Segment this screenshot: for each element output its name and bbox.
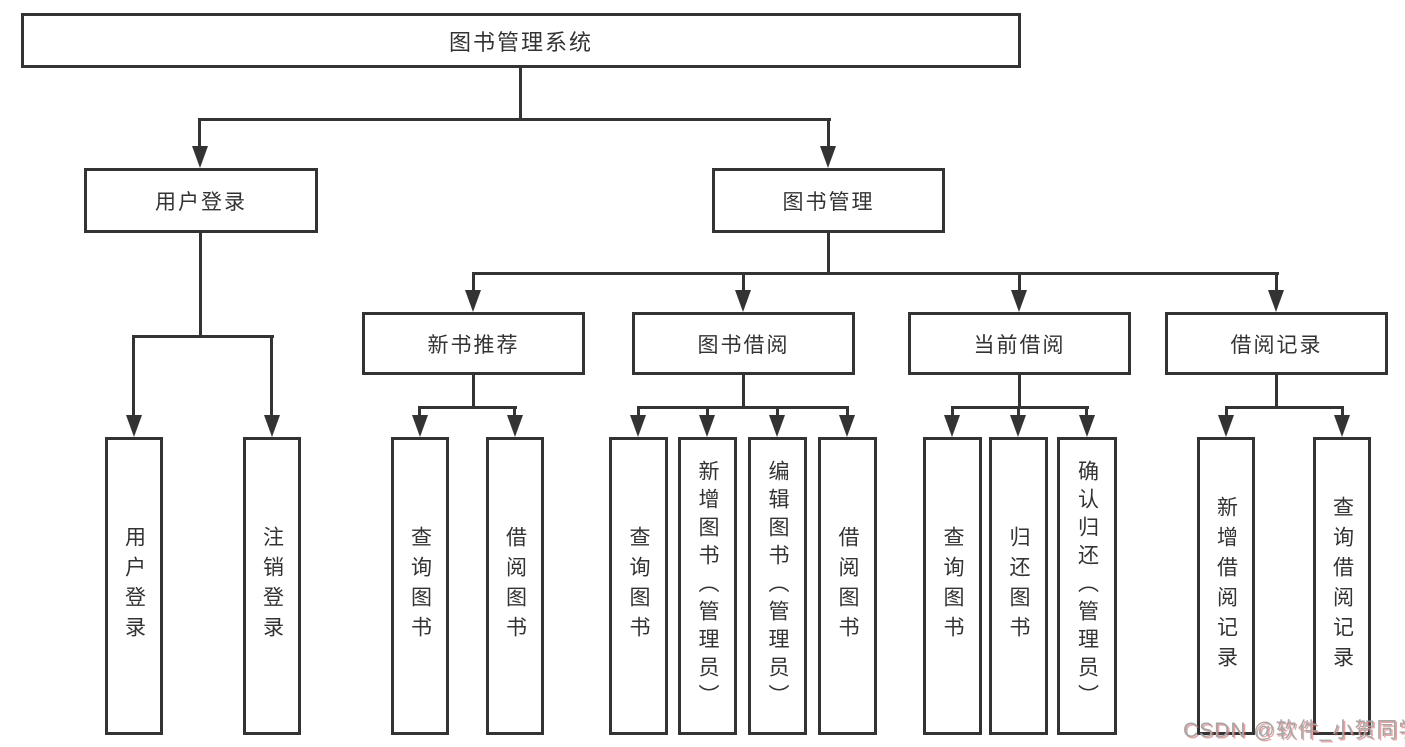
leaf-label: 确认归还（管理员） xyxy=(1075,460,1099,712)
node-new-book-recommend-label: 新书推荐 xyxy=(427,333,520,357)
node-user-login-label: 用户登录 xyxy=(155,190,247,214)
connector-line xyxy=(827,118,830,152)
node-book-borrow: 图书借阅 xyxy=(632,312,855,375)
leaf-label: 新增图书（管理员） xyxy=(696,460,719,712)
arrow-down-icon xyxy=(769,415,785,437)
arrow-down-icon xyxy=(1011,290,1027,312)
leaf-add-borrow-record: 新增借阅记录 xyxy=(1197,437,1255,735)
node-current-borrow-label: 当前借阅 xyxy=(973,333,1066,357)
leaf-logout: 注销登录 xyxy=(243,437,301,735)
connector-line xyxy=(1225,406,1344,409)
node-new-book-recommend: 新书推荐 xyxy=(362,312,585,375)
leaf-query-books-2: 查询图书 xyxy=(609,437,668,735)
csdn-watermark: CSDN @软件_小贺同学 xyxy=(1183,719,1405,742)
connector-line xyxy=(418,406,421,421)
connector-line xyxy=(199,233,202,335)
connector-line xyxy=(637,406,640,421)
connector-line xyxy=(198,118,831,121)
connector-line xyxy=(132,335,135,421)
connector-line xyxy=(472,375,475,406)
node-borrow-records: 借阅记录 xyxy=(1165,312,1388,375)
connector-line xyxy=(513,406,516,421)
connector-line xyxy=(198,118,201,152)
connector-line xyxy=(1341,406,1344,421)
connector-line xyxy=(270,335,273,421)
node-current-borrow: 当前借阅 xyxy=(908,312,1131,375)
node-book-borrow-label: 图书借阅 xyxy=(697,333,790,357)
leaf-label: 用户登录 xyxy=(122,526,146,646)
arrow-down-icon xyxy=(1334,415,1350,437)
arrow-down-icon xyxy=(839,415,855,437)
connector-line xyxy=(1017,406,1020,421)
connector-line xyxy=(1085,406,1088,421)
leaf-user-login: 用户登录 xyxy=(105,437,163,735)
leaf-label: 借阅图书 xyxy=(503,526,527,646)
leaf-borrow-books-1: 借阅图书 xyxy=(486,437,544,735)
connector-line xyxy=(519,68,522,118)
leaf-add-book-admin: 新增图书（管理员） xyxy=(678,437,737,735)
leaf-label: 查询图书 xyxy=(408,526,432,646)
connector-line xyxy=(951,406,954,421)
connector-line xyxy=(846,406,849,421)
node-root-label: 图书管理系统 xyxy=(448,29,593,55)
connector-line xyxy=(1018,272,1021,296)
arrow-down-icon xyxy=(1268,290,1284,312)
arrow-down-icon xyxy=(1010,415,1026,437)
connector-line xyxy=(1225,406,1228,421)
node-book-management-label: 图书管理 xyxy=(782,190,875,214)
arrow-down-icon xyxy=(699,415,715,437)
arrow-down-icon xyxy=(192,146,208,168)
leaf-label: 新增借阅记录 xyxy=(1214,496,1238,676)
connector-line xyxy=(706,406,709,421)
leaf-label: 查询借阅记录 xyxy=(1330,496,1354,676)
connector-line xyxy=(951,406,1089,409)
arrow-down-icon xyxy=(412,415,428,437)
leaf-label: 归还图书 xyxy=(1007,526,1030,646)
connector-line xyxy=(132,335,274,338)
leaf-borrow-books-2: 借阅图书 xyxy=(818,437,877,735)
leaf-label: 编辑图书（管理员） xyxy=(766,460,789,712)
connector-line xyxy=(827,233,830,272)
connector-line xyxy=(1275,272,1278,296)
leaf-confirm-return-admin: 确认归还（管理员） xyxy=(1057,437,1117,735)
arrow-down-icon xyxy=(630,415,646,437)
connector-line xyxy=(418,406,517,409)
leaf-label: 查询图书 xyxy=(941,526,964,646)
leaf-query-borrow-record: 查询借阅记录 xyxy=(1313,437,1371,735)
connector-line xyxy=(742,272,745,296)
connector-line xyxy=(776,406,779,421)
leaf-label: 查询图书 xyxy=(627,526,650,646)
connector-line xyxy=(472,272,475,296)
connector-line xyxy=(1018,375,1021,406)
leaf-query-books-1: 查询图书 xyxy=(391,437,449,735)
arrow-down-icon xyxy=(944,415,960,437)
node-user-login: 用户登录 xyxy=(84,168,318,233)
arrow-down-icon xyxy=(126,415,142,437)
connector-line xyxy=(1275,375,1278,406)
leaf-edit-book-admin: 编辑图书（管理员） xyxy=(748,437,807,735)
arrow-down-icon xyxy=(1079,415,1095,437)
arrow-down-icon xyxy=(1218,415,1234,437)
node-book-management: 图书管理 xyxy=(712,168,945,233)
connector-line xyxy=(637,406,849,409)
arrow-down-icon xyxy=(735,290,751,312)
arrow-down-icon xyxy=(264,415,280,437)
node-borrow-records-label: 借阅记录 xyxy=(1230,333,1323,357)
leaf-label: 注销登录 xyxy=(260,526,284,646)
leaf-query-books-3: 查询图书 xyxy=(923,437,982,735)
connector-line xyxy=(472,272,1279,275)
arrow-down-icon xyxy=(465,290,481,312)
connector-line xyxy=(742,375,745,406)
node-root: 图书管理系统 xyxy=(21,13,1021,68)
arrow-down-icon xyxy=(820,146,836,168)
leaf-return-books: 归还图书 xyxy=(989,437,1048,735)
arrow-down-icon xyxy=(507,415,523,437)
leaf-label: 借阅图书 xyxy=(836,526,859,646)
